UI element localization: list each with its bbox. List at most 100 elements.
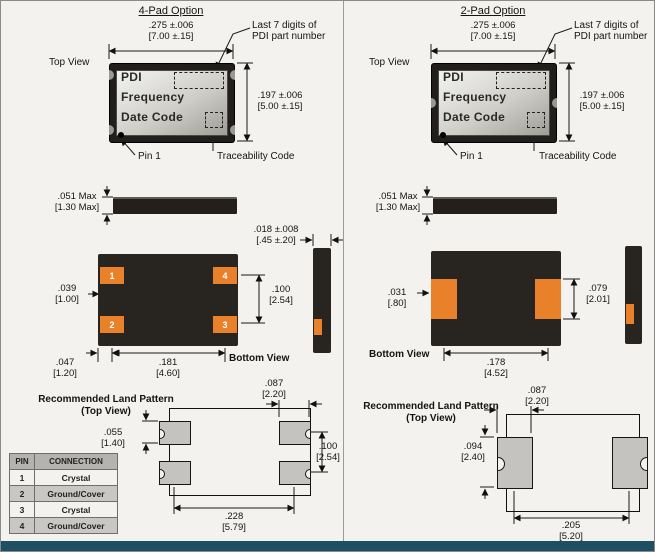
dim-land-pad-h-in: .094 xyxy=(463,441,483,452)
pin-table-header-connection: CONNECTION xyxy=(34,453,118,470)
part-number-callout-line2: PDI part number xyxy=(252,31,326,42)
dim-max-height-in: .051 Max xyxy=(57,191,97,202)
dim-land-pitch-h-in: .228 xyxy=(224,511,244,522)
dim-body-height-mm: [5.00 ±.15] xyxy=(579,101,625,112)
chip-label-panel xyxy=(438,70,550,136)
dim-pad-pitch-h-in: .181 xyxy=(158,357,178,368)
dim-max-height-in: .051 Max xyxy=(378,191,418,202)
castellation-notch xyxy=(109,125,114,135)
castellation-cut xyxy=(160,429,165,439)
pad-right xyxy=(535,279,561,319)
land-pad xyxy=(159,421,191,445)
four-pad-land-pattern-label-1: Recommended Land Pattern xyxy=(38,394,174,405)
dim-body-width-in: .275 ±.006 xyxy=(148,20,194,31)
land-pad xyxy=(279,421,311,445)
chip-datecode-text: Date Code xyxy=(121,110,184,124)
dim-land-pitch-v-mm: [2.54] xyxy=(316,452,340,463)
traceability-dashed-box xyxy=(527,112,545,128)
dim-pad-thickness-in: .018 ±.008 xyxy=(253,224,299,235)
pin-connection: Ground/Cover xyxy=(34,517,118,534)
dim-max-height-mm: [1.30 Max] xyxy=(54,202,100,213)
traceability-label: Traceability Code xyxy=(217,151,295,162)
castellation-cut xyxy=(305,429,310,439)
chip-datecode-text: Date Code xyxy=(443,110,506,124)
dim-land-pitch-mm: [5.20] xyxy=(559,531,583,542)
two-pad-edge-view xyxy=(625,246,642,344)
pad-3: 3 xyxy=(213,316,237,333)
chip-frequency-text: Frequency xyxy=(121,90,185,104)
two-pad-section-title: 2-Pad Option xyxy=(460,5,526,17)
edge-view-pad xyxy=(314,319,322,335)
pin-connection: Ground/Cover xyxy=(34,485,118,502)
pin-table-header-pin: PIN xyxy=(9,453,35,470)
dim-pad-width-in: .031 xyxy=(387,287,407,298)
land-pad xyxy=(497,437,533,489)
dim-land-pad-w-mm: [2.20] xyxy=(262,389,286,400)
dim-pad-pitch-h-mm: [4.60] xyxy=(156,368,180,379)
castellation-cut xyxy=(498,457,505,471)
chip-frequency-text: Frequency xyxy=(443,90,507,104)
four-pad-top-view-chip: PDI Frequency Date Code xyxy=(109,63,235,143)
four-pad-edge-view xyxy=(313,248,331,353)
dim-land-pad-h-in: .055 xyxy=(103,427,123,438)
castellation-notch xyxy=(431,98,436,108)
part-number-dashed-box xyxy=(496,72,546,89)
dim-pad-pitch-mm: [4.52] xyxy=(484,368,508,379)
land-pad xyxy=(159,461,191,485)
castellation-cut xyxy=(160,469,165,479)
four-pad-land-outline xyxy=(169,408,311,496)
two-pad-land-pattern-label-2: (Top View) xyxy=(406,413,456,424)
dim-pad-pitch-v-in: .100 xyxy=(271,284,291,295)
chip-brand-text: PDI xyxy=(121,70,142,84)
four-pad-bottom-view-label: Bottom View xyxy=(229,353,290,364)
part-number-dashed-box xyxy=(174,72,224,89)
pin1-label: Pin 1 xyxy=(138,151,161,162)
dim-land-pad-w-mm: [2.20] xyxy=(525,396,549,407)
two-pad-side-view xyxy=(433,197,557,214)
pin-number: 1 xyxy=(9,469,35,486)
dim-pad-width-mm: [.80] xyxy=(387,298,407,309)
castellation-cut xyxy=(305,469,310,479)
two-pad-top-view-label: Top View xyxy=(369,57,410,68)
dim-land-pitch-v-in: .100 xyxy=(318,441,338,452)
dim-pad-edge-in: .047 xyxy=(55,357,75,368)
footer-bar xyxy=(1,541,654,551)
four-pad-land-pattern-label-2: (Top View) xyxy=(81,406,131,417)
dim-pad-pitch-v-mm: [2.54] xyxy=(269,295,293,306)
part-number-callout-line1: Last 7 digits of xyxy=(574,20,639,31)
land-pad xyxy=(612,437,648,489)
four-pad-section-title: 4-Pad Option xyxy=(138,5,204,17)
traceability-dashed-box xyxy=(205,112,223,128)
dim-land-pad-h-mm: [1.40] xyxy=(101,438,125,449)
traceability-label: Traceability Code xyxy=(539,151,617,162)
pad-left xyxy=(431,279,457,319)
pin-number: 2 xyxy=(9,485,35,502)
pad-1: 1 xyxy=(100,267,124,284)
castellation-cut xyxy=(640,457,647,471)
pin-connection: Crystal xyxy=(34,501,118,518)
dim-pad-pitch-in: .178 xyxy=(486,357,506,368)
pin-number: 4 xyxy=(9,517,35,534)
column-divider xyxy=(343,1,344,541)
dim-max-height-mm: [1.30 Max] xyxy=(375,202,421,213)
edge-view-pad xyxy=(626,304,634,324)
pin-connection: Crystal xyxy=(34,469,118,486)
two-pad-top-view-chip: PDI Frequency Date Code xyxy=(431,63,557,143)
castellation-notch xyxy=(109,70,114,80)
dim-body-width-mm: [7.00 ±.15] xyxy=(470,31,516,42)
part-number-callout-line1: Last 7 digits of xyxy=(252,20,317,31)
two-pad-bottom-view-label: Bottom View xyxy=(369,349,430,360)
land-pad xyxy=(279,461,311,485)
castellation-notch xyxy=(230,70,235,80)
dim-pad-height-in: .079 xyxy=(588,283,608,294)
castellation-notch xyxy=(552,98,557,108)
dim-land-pitch-in: .205 xyxy=(561,520,581,531)
dim-pad-width-in: .039 xyxy=(57,283,77,294)
dim-pad-edge-mm: [1.20] xyxy=(53,368,77,379)
chip-brand-text: PDI xyxy=(443,70,464,84)
